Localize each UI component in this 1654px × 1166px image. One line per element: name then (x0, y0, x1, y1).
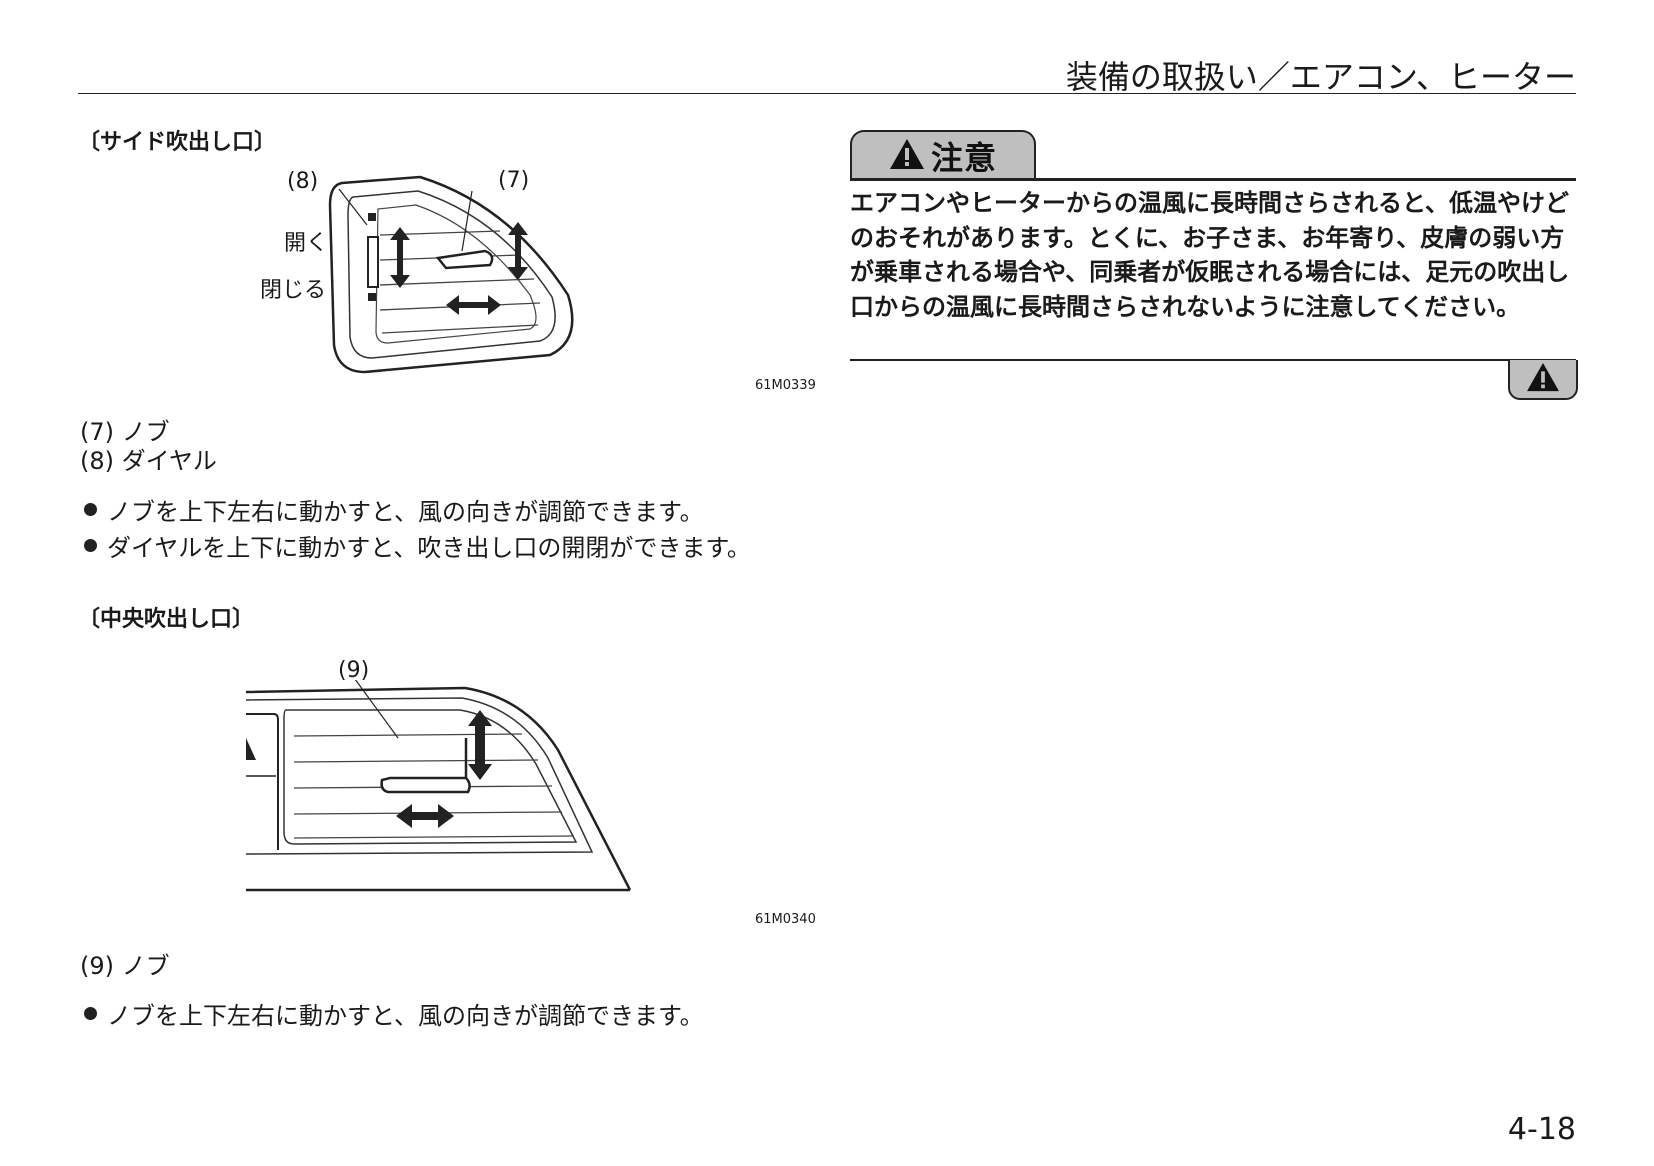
warning-triangle-icon (889, 138, 925, 174)
caution-top-rule (850, 178, 1576, 181)
page-header-title: 装備の取扱い／エアコン、ヒーター (1065, 58, 1576, 96)
caution-text: エアコンやヒーターからの温風に長時間さらされると、低温やけどのおそれがあります。… (850, 189, 1570, 321)
callout-7: (7) (498, 168, 530, 193)
warning-triangle-icon (1526, 362, 1560, 396)
label-open: 開く (284, 231, 329, 256)
figure-code-side: 61M0339 (755, 378, 816, 393)
caption-item-9: (9) ノブ (80, 952, 170, 980)
bullet-item: ダイヤルを上下に動かすと、吹き出し口の開閉ができます。 (84, 528, 751, 563)
caution-end-marker (1508, 360, 1578, 400)
label-close: 閉じる (260, 278, 327, 303)
bullet-dot-icon (84, 539, 97, 552)
caution-label: 注意 (930, 139, 997, 177)
caption-item-8: (8) ダイヤル (80, 447, 217, 475)
caption-item-7: (7) ノブ (80, 418, 170, 446)
center-vent-figure (240, 674, 640, 892)
side-vent-heading: 〔サイド吹出し口〕 (78, 130, 277, 155)
callout-9: (9) (338, 658, 370, 683)
caution-bottom-rule (850, 359, 1576, 361)
side-vent-illustration (328, 175, 574, 374)
callout-8: (8) (287, 169, 319, 194)
bullet-text: ノブを上下左右に動かすと、風の向きが調節できます。 (107, 1002, 704, 1030)
caution-tab: 注意 (850, 130, 1036, 180)
bullet-text: ダイヤルを上下に動かすと、吹き出し口の開閉ができます。 (107, 534, 751, 562)
bullet-item: ノブを上下左右に動かすと、風の向きが調節できます。 (84, 996, 704, 1031)
bullet-text: ノブを上下左右に動かすと、風の向きが調節できます。 (107, 498, 704, 526)
bullet-item: ノブを上下左右に動かすと、風の向きが調節できます。 (84, 492, 704, 527)
bullet-dot-icon (84, 1007, 97, 1020)
figure-code-center: 61M0340 (755, 912, 816, 927)
side-vent-figure (250, 165, 610, 380)
center-vent-illustration (245, 674, 632, 892)
page-number: 4-18 (1507, 1112, 1576, 1147)
center-vent-heading: 〔中央吹出し口〕 (78, 607, 255, 632)
bullet-dot-icon (84, 503, 97, 516)
header-rule (78, 93, 1576, 94)
